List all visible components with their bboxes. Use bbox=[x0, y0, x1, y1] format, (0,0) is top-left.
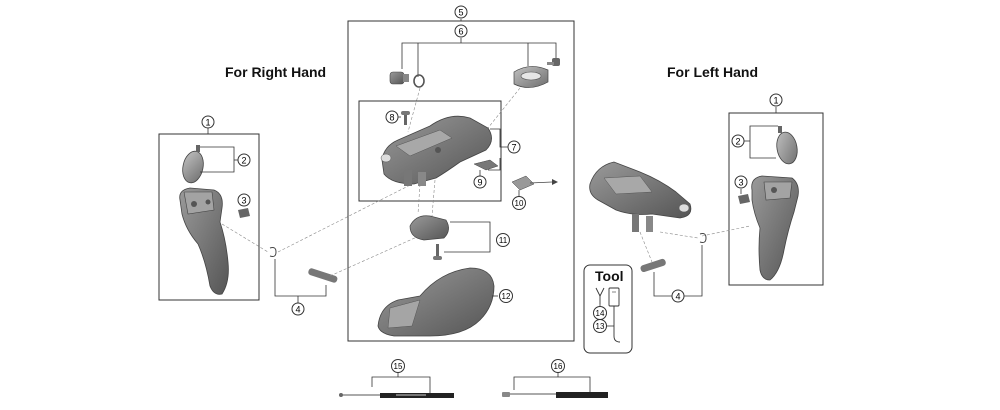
svg-text:8: 8 bbox=[389, 113, 394, 123]
svg-text:14: 14 bbox=[596, 309, 605, 318]
callout-1-left: 1 bbox=[769, 93, 783, 107]
right-hand-label: For Right Hand bbox=[225, 64, 327, 80]
left-cap-screw bbox=[778, 126, 782, 133]
part-8-screw bbox=[404, 113, 407, 125]
part-6-bolts-and-band bbox=[389, 58, 560, 88]
svg-text:3: 3 bbox=[738, 178, 743, 188]
callout-4-right: 4 bbox=[291, 302, 305, 316]
left-hand-label: For Left Hand bbox=[667, 64, 758, 80]
svg-text:1: 1 bbox=[205, 118, 210, 128]
left-shift-lever-unit bbox=[751, 175, 799, 281]
svg-text:9: 9 bbox=[477, 178, 482, 188]
callout-12: 12 bbox=[499, 289, 513, 303]
svg-text:1: 1 bbox=[773, 96, 778, 106]
part-11-cover bbox=[409, 215, 491, 260]
callout-9: 9 bbox=[473, 175, 487, 189]
callout-16: 16 bbox=[551, 359, 565, 373]
left-part-4-set bbox=[640, 233, 707, 297]
callout-2-right: 2 bbox=[237, 153, 251, 167]
callout-13: 13 bbox=[593, 319, 607, 333]
callout-2-left: 2 bbox=[731, 134, 745, 148]
left-bracket-body bbox=[589, 161, 692, 232]
bracket-body bbox=[380, 115, 492, 186]
svg-text:2: 2 bbox=[735, 137, 740, 147]
callout-3-right: 3 bbox=[237, 193, 251, 207]
svg-text:10: 10 bbox=[515, 199, 524, 208]
right-part-4-set bbox=[269, 247, 338, 303]
left-small-clip bbox=[738, 194, 750, 204]
svg-text:12: 12 bbox=[502, 292, 511, 301]
right-small-clip bbox=[238, 208, 250, 218]
tool-drawing bbox=[595, 287, 621, 343]
callout-14: 14 bbox=[593, 306, 607, 320]
svg-text:13: 13 bbox=[596, 322, 605, 331]
svg-text:3: 3 bbox=[241, 196, 246, 206]
tool-label: Tool bbox=[595, 268, 624, 284]
svg-text:7: 7 bbox=[511, 143, 516, 153]
callout-1-right: 1 bbox=[201, 115, 215, 129]
right-hood-cap bbox=[182, 150, 204, 184]
callout-3-left: 3 bbox=[734, 175, 748, 189]
svg-text:4: 4 bbox=[295, 305, 300, 315]
svg-text:11: 11 bbox=[499, 236, 508, 245]
callout-11: 11 bbox=[496, 233, 510, 247]
callout-5: 5 bbox=[454, 5, 468, 19]
svg-text:6: 6 bbox=[458, 27, 463, 37]
bracket-subframe bbox=[358, 100, 502, 202]
svg-text:15: 15 bbox=[394, 362, 403, 371]
callout-10: 10 bbox=[512, 196, 526, 210]
svg-text:2: 2 bbox=[241, 156, 246, 166]
callout-15: 15 bbox=[391, 359, 405, 373]
callout-6: 6 bbox=[454, 24, 468, 38]
cable-15 bbox=[339, 373, 454, 398]
part-12-hood bbox=[377, 267, 498, 337]
svg-text:5: 5 bbox=[458, 8, 463, 18]
callout-4-left: 4 bbox=[671, 289, 685, 303]
tool-frame bbox=[583, 264, 633, 354]
svg-text:16: 16 bbox=[554, 362, 563, 371]
part-10-cable-fitting bbox=[511, 175, 558, 191]
callout-7: 7 bbox=[507, 140, 521, 154]
right-cap-screw bbox=[196, 145, 200, 152]
left-hood-cap bbox=[776, 131, 798, 165]
part-9-spring bbox=[473, 159, 499, 171]
cable-16 bbox=[502, 373, 608, 398]
svg-text:4: 4 bbox=[675, 292, 680, 302]
callout-8: 8 bbox=[385, 110, 399, 124]
right-shift-lever-unit bbox=[179, 187, 229, 295]
right-hand-frame bbox=[158, 133, 260, 301]
